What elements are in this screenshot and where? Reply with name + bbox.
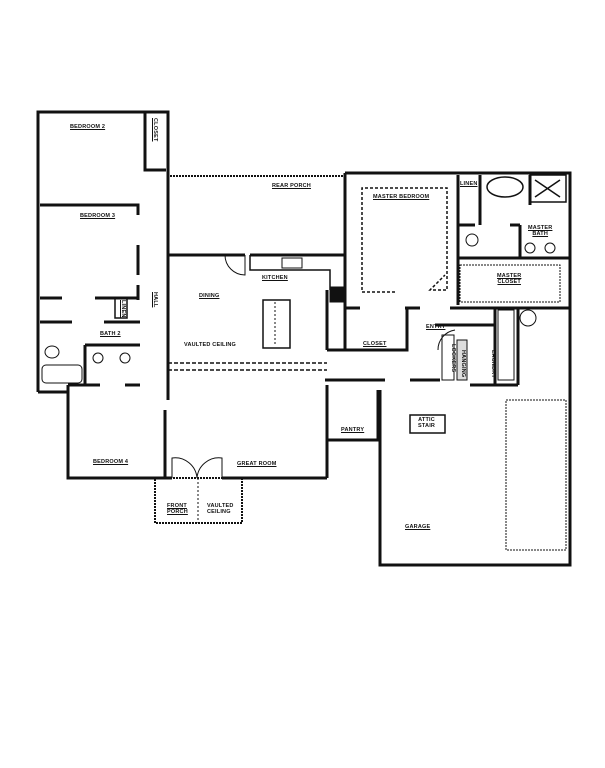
- label-bedroom-4: BEDROOM 4: [93, 459, 129, 465]
- label-rear-porch: REAR PORCH: [272, 183, 311, 189]
- label-vaulted-ceiling-dining: VAULTED CEILING: [184, 342, 236, 348]
- label-master-closet-line1: MASTER: [497, 273, 522, 279]
- label-master-closet: MASTER CLOSET: [497, 273, 521, 285]
- label-attic-stair: ATTIC STAIR: [418, 417, 435, 429]
- label-bedroom-2: BEDROOM 2: [70, 124, 106, 130]
- label-attic-stair-line2: STAIR: [418, 423, 436, 429]
- label-front-porch: FRONT PORCH: [167, 503, 188, 515]
- label-hall: HALL: [152, 292, 158, 308]
- label-closet-bedroom-2: CLOSET: [152, 118, 158, 142]
- label-vaulted-ceiling-porch-line1: VAULTED: [207, 503, 234, 509]
- label-linen-master: LINEN: [460, 181, 478, 187]
- label-master-bath-line1: MASTER: [528, 225, 553, 231]
- label-attic-stair-line1: ATTIC: [418, 417, 435, 423]
- label-pantry: PANTRY: [341, 427, 365, 433]
- label-master-bath: MASTER BATH: [528, 225, 552, 237]
- label-front-porch-line2: PORCH: [167, 509, 188, 515]
- label-kitchen: KITCHEN: [262, 275, 288, 281]
- label-vaulted-ceiling-porch-line2: CEILING: [207, 509, 231, 515]
- label-master-bedroom: MASTER BEDROOM: [373, 194, 430, 200]
- label-garage: GARAGE: [405, 524, 431, 530]
- wall-left-wing: [36, 110, 170, 392]
- label-great-room: GREAT ROOM: [237, 461, 277, 467]
- label-closet-entry: CLOSET: [363, 341, 387, 347]
- label-dining: DINING: [199, 293, 220, 299]
- label-vaulted-ceiling-porch: VAULTED CEILING: [207, 503, 234, 515]
- label-lockers: LOCKERS: [450, 344, 456, 373]
- label-laundry: LAUNDRY: [490, 350, 496, 379]
- label-master-closet-line2: CLOSET: [497, 279, 521, 285]
- label-bedroom-3: BEDROOM 3: [80, 213, 116, 219]
- label-bath-2: BATH 2: [100, 331, 121, 337]
- label-entry: ENTRY: [426, 324, 446, 330]
- label-linen-hall: LINEN: [120, 300, 126, 318]
- label-front-porch-line1: FRONT: [167, 503, 187, 509]
- label-master-bath-line2: BATH: [532, 231, 549, 237]
- label-hanging: HANGING: [460, 350, 466, 378]
